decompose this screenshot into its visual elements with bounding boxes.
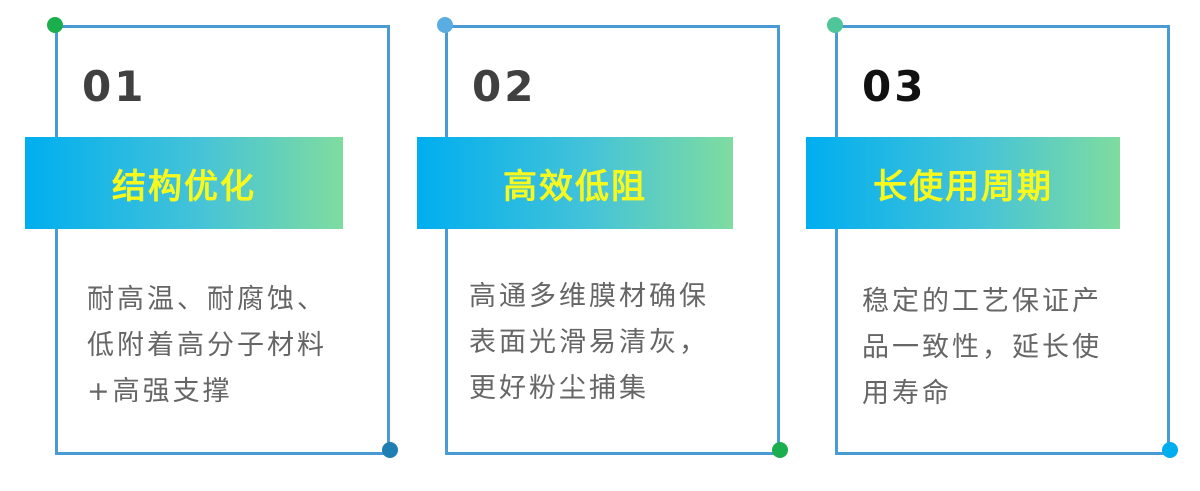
card-1-bottom-dot bbox=[382, 442, 398, 458]
card-3-description: 稳定的工艺保证产 品一致性，延长使 用寿命 bbox=[862, 279, 1102, 417]
card-3-bottom-dot bbox=[1162, 442, 1178, 458]
card-3 bbox=[835, 25, 1170, 455]
card-1-top-dot bbox=[47, 17, 63, 33]
card-1-line-3: +高强支撑 bbox=[87, 376, 233, 407]
card-1-title: 结构优化 bbox=[112, 166, 256, 207]
card-1-line-2: 低附着高分子材料 bbox=[87, 330, 327, 361]
card-2-line-1: 高通多维膜材确保 bbox=[469, 281, 709, 312]
card-1-number: 01 bbox=[82, 62, 147, 111]
card-3-line-3: 用寿命 bbox=[862, 378, 952, 409]
card-1-banner: 结构优化 bbox=[25, 137, 343, 229]
card-3-title: 长使用周期 bbox=[873, 166, 1053, 207]
card-2-top-dot bbox=[437, 17, 453, 33]
card-2-title: 高效低阻 bbox=[503, 166, 647, 207]
card-2-number: 02 bbox=[472, 62, 537, 111]
card-3-banner: 长使用周期 bbox=[806, 137, 1120, 229]
card-3-number: 03 bbox=[862, 62, 927, 111]
card-2-line-2: 表面光滑易清灰， bbox=[469, 327, 709, 358]
card-1-line-1: 耐高温、耐腐蚀、 bbox=[87, 284, 327, 315]
card-1 bbox=[55, 25, 390, 455]
card-2 bbox=[445, 25, 780, 455]
card-3-top-dot bbox=[827, 17, 843, 33]
card-2-description: 高通多维膜材确保 表面光滑易清灰， 更好粉尘捕集 bbox=[469, 274, 709, 412]
card-2-bottom-dot bbox=[772, 442, 788, 458]
card-2-line-3: 更好粉尘捕集 bbox=[469, 373, 649, 404]
card-2-banner: 高效低阻 bbox=[417, 137, 733, 229]
card-3-line-1: 稳定的工艺保证产 bbox=[862, 286, 1102, 317]
card-1-description: 耐高温、耐腐蚀、 低附着高分子材料 +高强支撑 bbox=[87, 277, 327, 415]
card-3-line-2: 品一致性，延长使 bbox=[862, 332, 1102, 363]
